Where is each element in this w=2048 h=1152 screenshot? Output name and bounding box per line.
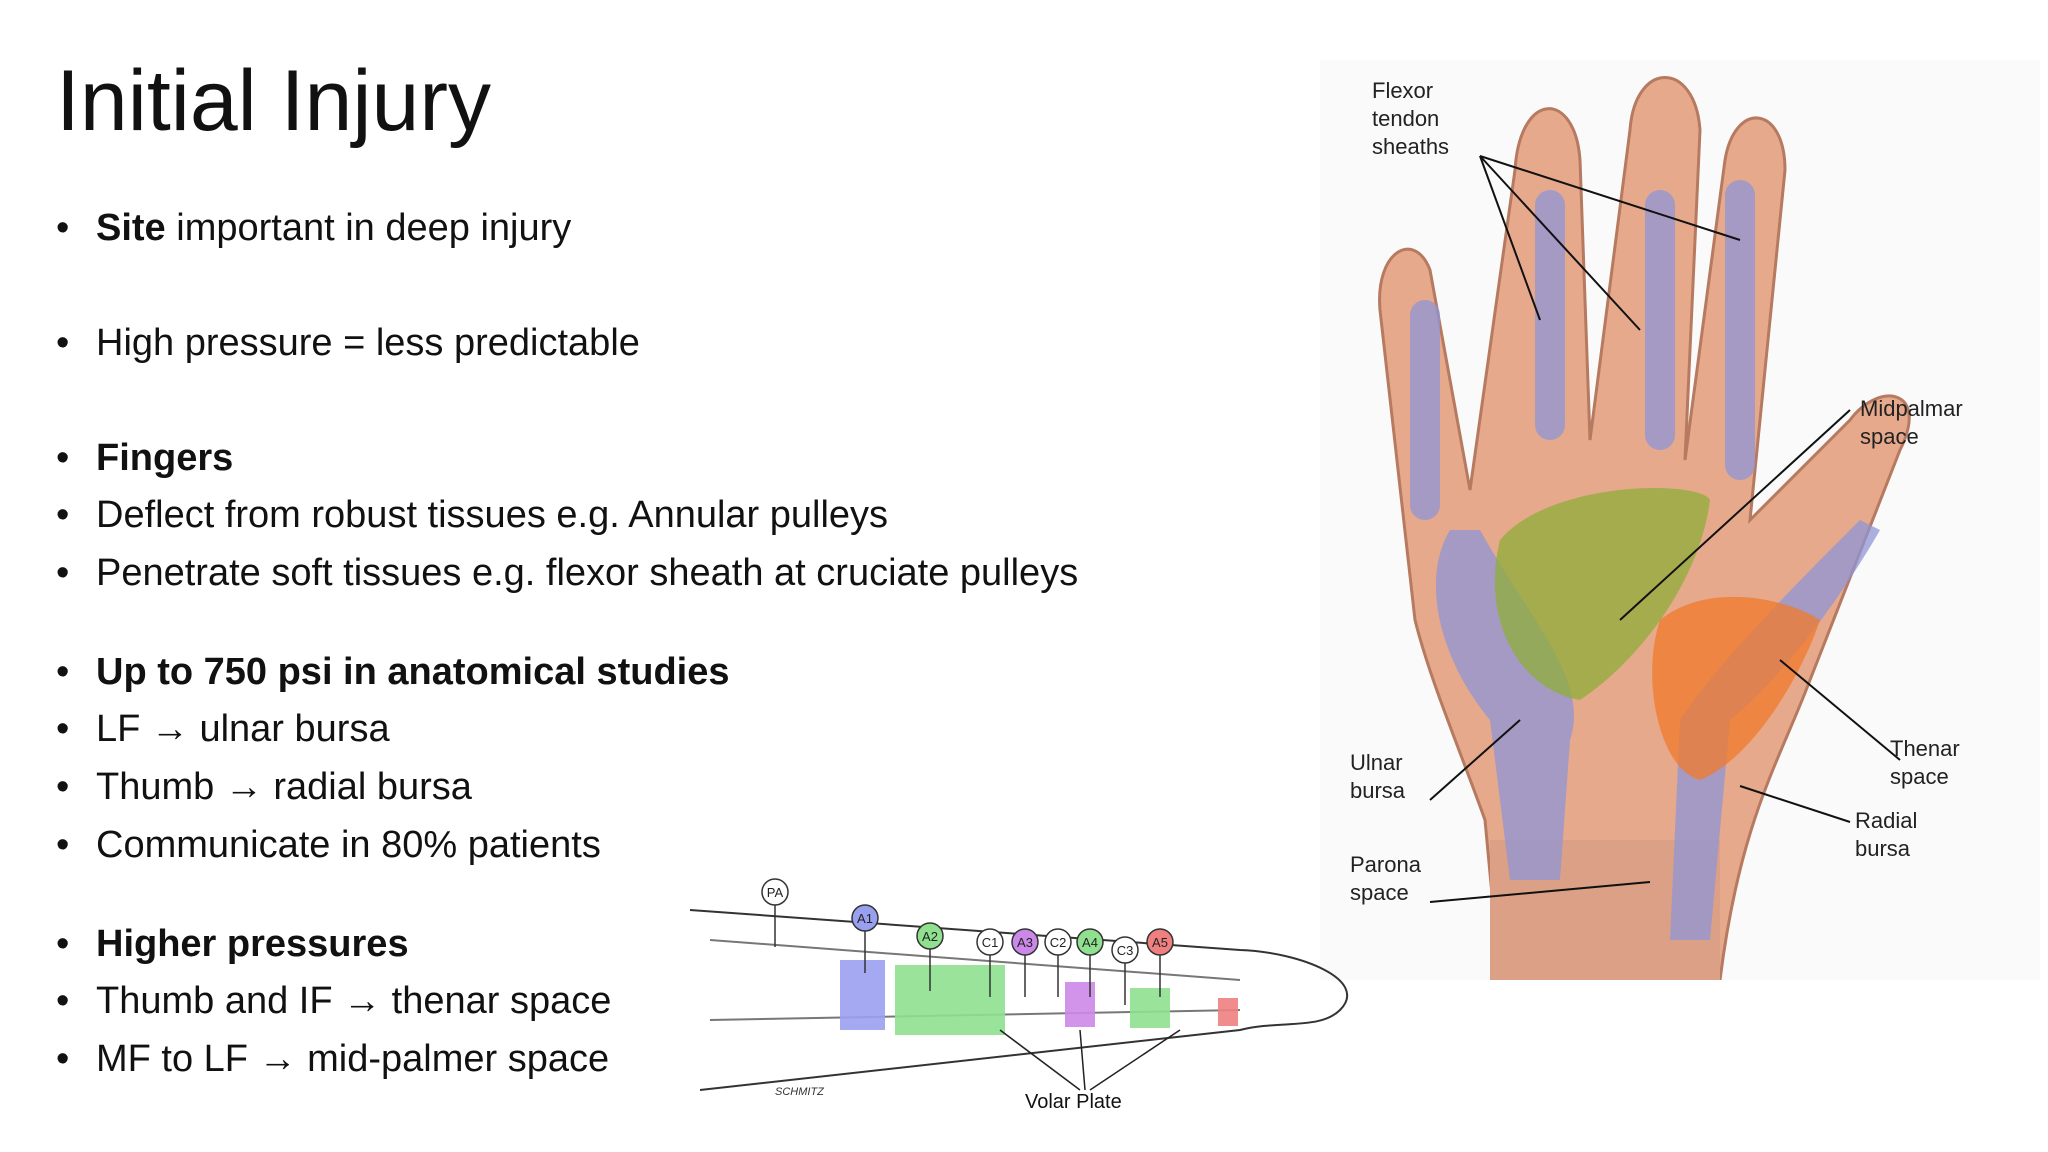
bullet-lf-ulnar: •LF → ulnar bursa — [56, 708, 390, 750]
pulley-band-a1 — [840, 960, 885, 1030]
leader-midpalmar — [1619, 409, 1851, 621]
label-midpalmar-2: space — [1860, 424, 1919, 449]
label-thenar-2: space — [1890, 764, 1949, 789]
bullet-high-pressure: •High pressure = less predictable — [56, 322, 640, 364]
tendon-sheath-little — [1725, 180, 1755, 480]
label-midpalmar-1: Midpalmar — [1860, 396, 1963, 421]
pulley-label-a1: A1 — [857, 911, 873, 926]
volar-plate-label: Volar Plate — [1025, 1091, 1122, 1113]
pulley-label-pa: PA — [767, 885, 784, 900]
pulley-marker-a5 — [1146, 928, 1174, 956]
pulley-marker-a3 — [1011, 928, 1039, 956]
pulley-label-c1: C1 — [982, 935, 999, 950]
pulley-bands — [840, 960, 1238, 1035]
leader-ulnar — [1429, 719, 1521, 801]
pulley-band-a5 — [1218, 998, 1238, 1026]
pulley-marker-a2 — [916, 922, 944, 950]
bullet-mf-lf: •MF to LF → mid-palmer space — [56, 1038, 610, 1080]
label-flexor-2: tendon — [1372, 106, 1439, 131]
thenar-space — [1652, 596, 1820, 780]
hand-illustration — [1378, 76, 1911, 980]
leader-parona — [1429, 881, 1651, 903]
bullet-higher-pressures: •Higher pressures — [56, 923, 409, 965]
pulley-label-a5: A5 — [1152, 935, 1168, 950]
pulley-marker-a1 — [851, 904, 879, 932]
midpalmar-space — [1494, 488, 1710, 700]
volar-plate-line-3 — [1089, 1029, 1181, 1091]
label-thenar-1: Thenar — [1890, 736, 1960, 761]
label-flexor-3: sheaths — [1372, 134, 1449, 159]
label-radial-1: Radial — [1855, 808, 1917, 833]
bullet-site: •Site important in deep injury — [56, 207, 572, 249]
volar-plate-line-1 — [999, 1029, 1081, 1091]
ulnar-bursa — [1435, 530, 1574, 880]
pulley-label-c2: C2 — [1050, 935, 1067, 950]
label-flexor-1: Flexor — [1372, 78, 1433, 103]
pulley-label-a4: A4 — [1082, 935, 1098, 950]
pulley-label-a3: A3 — [1017, 935, 1033, 950]
label-ulnar-1: Ulnar — [1350, 750, 1403, 775]
bullet-deflect: •Deflect from robust tissues e.g. Annula… — [56, 494, 889, 536]
bullet-penetrate: •Penetrate soft tissues e.g. flexor shea… — [56, 552, 1079, 594]
pulley-band-a2 — [895, 965, 1005, 1035]
illustrator-signature: SCHMITZ — [775, 1086, 825, 1098]
bullet-750psi: •Up to 750 psi in anatomical studies — [56, 651, 730, 693]
slide-title: Initial Injury — [56, 53, 491, 149]
arrow-icon: → — [150, 708, 189, 750]
pulley-marker-c3 — [1111, 936, 1139, 964]
pulley-band-a4 — [1130, 988, 1170, 1028]
pulley-marker-c1 — [976, 928, 1004, 956]
label-parona-1: Parona — [1350, 852, 1422, 877]
tendon-sheath-middle — [1535, 190, 1565, 440]
leader-flexor-3 — [1479, 155, 1741, 241]
leader-thenar — [1779, 659, 1901, 761]
tendon-sheath-index — [1410, 300, 1440, 520]
leader-flexor-2 — [1479, 155, 1641, 331]
finger-outline — [689, 909, 1349, 1091]
hand-diagram: Flexor tendon sheaths Midpalmar space Th… — [1320, 60, 2040, 980]
leader-flexor-1 — [1479, 155, 1541, 321]
bullet-thumb-if: •Thumb and IF → thenar space — [56, 980, 612, 1022]
bone-line — [709, 939, 1241, 981]
tendon-sheath-ring — [1645, 190, 1675, 450]
arrow-icon: → — [343, 980, 382, 1022]
arrow-icon: → — [224, 766, 263, 808]
label-parona-2: space — [1350, 880, 1409, 905]
bullet-communicate: •Communicate in 80% patients — [56, 824, 601, 866]
volar-plate-line-2 — [1079, 1029, 1086, 1091]
label-radial-2: bursa — [1855, 836, 1911, 861]
leader-radial — [1739, 785, 1851, 823]
pulley-label-a2: A2 — [922, 929, 938, 944]
pulley-marker-c2 — [1044, 928, 1072, 956]
bullet-thumb-radial: •Thumb → radial bursa — [56, 766, 472, 808]
bullet-fingers: •Fingers — [56, 437, 234, 479]
pulley-marker-a4 — [1076, 928, 1104, 956]
label-ulnar-2: bursa — [1350, 778, 1406, 803]
pulley-marker-pa — [761, 878, 789, 906]
arrow-icon: → — [258, 1038, 297, 1080]
pulley-label-c3: C3 — [1117, 943, 1134, 958]
